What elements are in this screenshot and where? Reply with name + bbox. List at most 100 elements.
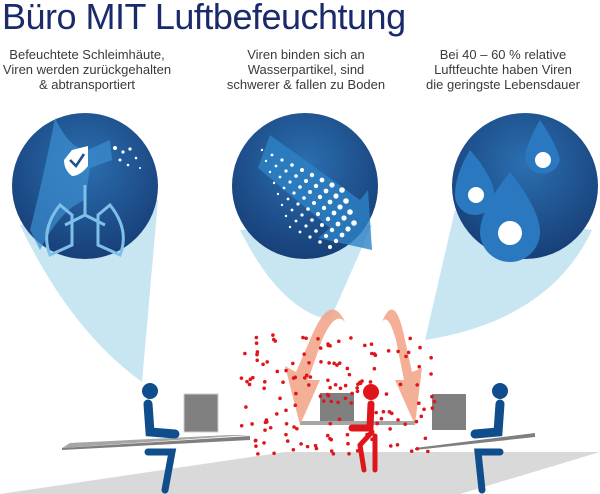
water-particle: [318, 240, 322, 244]
water-particle: [278, 175, 282, 179]
virus-dot: [415, 383, 419, 387]
virus-dot: [243, 351, 247, 356]
virus-dot: [432, 399, 437, 404]
water-particle: [260, 148, 264, 152]
virus-dot: [329, 449, 334, 453]
virus-dot: [254, 335, 259, 340]
virus-dot: [284, 368, 288, 373]
water-particle: [272, 181, 276, 185]
virus-dot: [294, 391, 298, 396]
virus-dot: [429, 372, 433, 376]
virus-dot: [360, 379, 364, 383]
virus-dot: [387, 410, 392, 414]
virus-dot: [337, 339, 341, 344]
water-particle: [347, 209, 353, 215]
virus-dot: [295, 426, 299, 431]
virus-dot: [408, 336, 413, 341]
virus-dot: [337, 417, 342, 422]
virus-dot: [264, 418, 269, 422]
virus-dot: [319, 359, 323, 364]
water-particle: [343, 198, 349, 204]
virus-dot: [322, 399, 326, 403]
desk-right: [415, 394, 535, 450]
water-particle: [268, 170, 272, 174]
water-particle: [341, 215, 347, 221]
water-particle: [276, 192, 280, 196]
virus-dot: [417, 401, 421, 406]
water-particle: [280, 203, 284, 207]
virus-dot: [347, 451, 351, 456]
virus-dot: [386, 349, 391, 353]
water-particle: [316, 212, 320, 216]
virus-dot: [430, 394, 434, 399]
water-particle: [298, 185, 302, 189]
virus-dot: [419, 414, 424, 419]
virus-dot: [255, 350, 260, 354]
virus-dot: [304, 336, 308, 341]
virus-dot: [316, 337, 320, 341]
virus-dot: [245, 379, 249, 384]
water-particle: [323, 188, 329, 194]
virus-dot: [285, 439, 290, 443]
water-particle: [274, 164, 278, 168]
virus-dot: [345, 432, 350, 437]
virus-dot: [345, 366, 350, 371]
virus-dot: [369, 351, 374, 356]
floor: [0, 452, 600, 494]
droplet-virus-icon: [452, 113, 598, 262]
water-particle: [284, 214, 288, 218]
virus-dot: [379, 416, 384, 421]
virus-dot: [239, 376, 244, 380]
caption-mucosa: Befeuchtete Schleimhäute, Viren werden z…: [0, 47, 192, 92]
virus-dot: [336, 400, 340, 405]
water-particle: [331, 210, 337, 216]
water-particle: [327, 199, 333, 205]
virus-dot: [284, 421, 289, 426]
virus-dot: [325, 392, 330, 397]
virus-dot: [262, 386, 266, 391]
virus-dot: [255, 358, 260, 363]
virus-dot: [314, 446, 319, 451]
water-particle: [312, 201, 316, 205]
virus-dot: [388, 427, 392, 431]
water-particle: [300, 213, 304, 217]
virus-dot: [374, 410, 378, 415]
virus-dot: [355, 448, 360, 453]
virus-dot: [370, 393, 375, 397]
virus-dot: [430, 406, 435, 410]
virus-dot: [338, 386, 343, 391]
virus-dot: [369, 342, 374, 346]
virus-dot: [291, 447, 296, 452]
virus-dot: [418, 345, 422, 350]
water-particle: [300, 168, 304, 172]
water-particle: [339, 232, 345, 238]
water-particle: [270, 153, 274, 157]
virus-dot: [281, 380, 285, 385]
virus-dot: [346, 441, 350, 446]
caption-line: schwerer & fallen zu Boden: [226, 77, 386, 92]
virus-dot: [278, 396, 282, 401]
virus-dot: [305, 444, 310, 449]
water-particle: [286, 197, 290, 201]
water-particle: [310, 218, 314, 222]
virus-dot: [250, 422, 254, 426]
water-particle: [298, 230, 302, 234]
virus-dot: [313, 443, 318, 448]
virus-dot: [262, 441, 266, 445]
virus-dot: [247, 382, 252, 387]
spread-arrow-right: [382, 309, 422, 425]
water-particles-icon: [232, 113, 378, 259]
virus-dot: [271, 337, 276, 342]
caption-line: Viren binden sich an: [247, 47, 365, 62]
virus-dot: [284, 432, 288, 437]
water-particle: [333, 238, 339, 244]
virus-dot: [275, 369, 280, 374]
virus-dot: [406, 350, 411, 355]
caption-line: Befeuchtete Schleimhäute,: [9, 47, 165, 62]
virus-dot: [239, 423, 244, 428]
virus-dot: [254, 444, 258, 448]
virus-dot: [291, 361, 295, 366]
desk-middle: [300, 393, 415, 425]
virus-dot: [326, 343, 331, 348]
desk-left: [62, 393, 250, 450]
